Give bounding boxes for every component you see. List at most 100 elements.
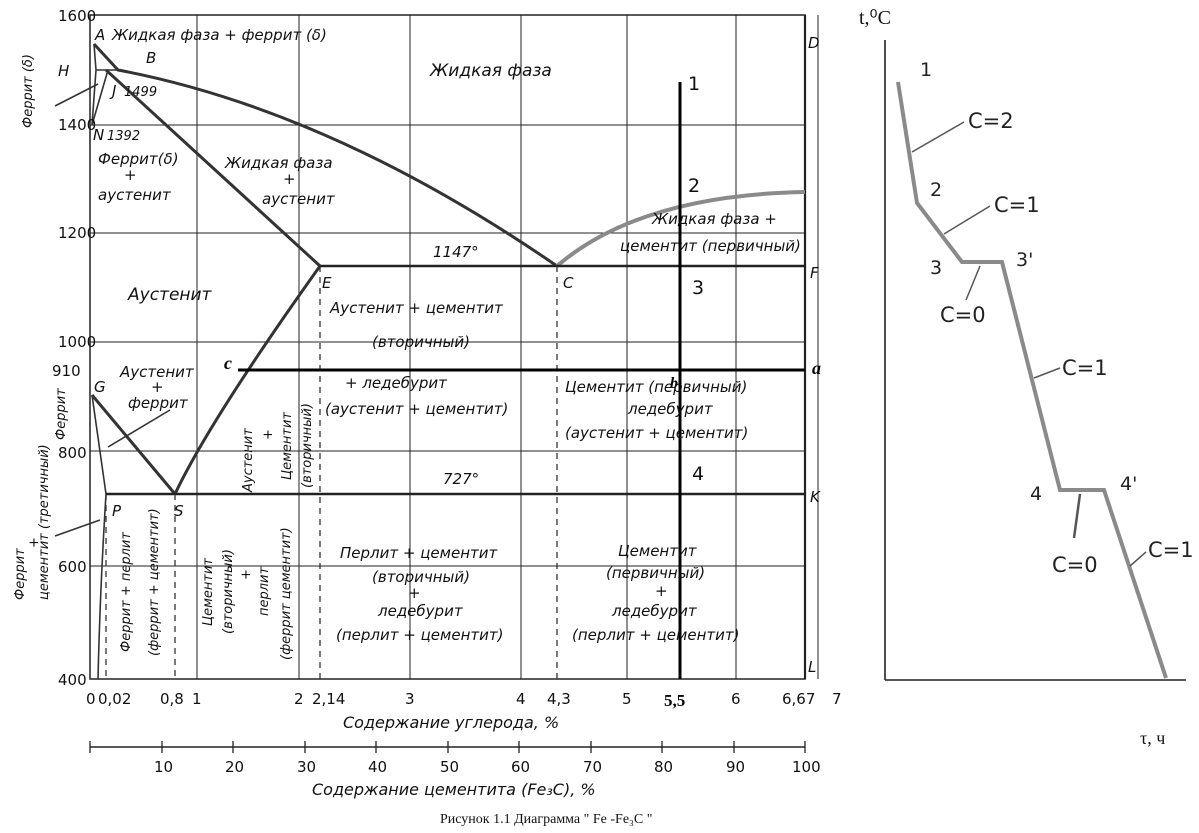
region-aus-cem: (вторичный) [372, 333, 470, 351]
cem-tick: 50 [440, 758, 459, 776]
region-cem-led-pearlite: (перлит + цементит) [572, 626, 739, 644]
cooling-point: 1 [920, 59, 932, 81]
section-number: 2 [688, 175, 700, 197]
point-e: E [322, 274, 332, 292]
point-j: J [109, 82, 116, 100]
x-tick: 5 [622, 690, 632, 708]
x-tick: 2,14 [312, 690, 345, 708]
cooling-point: 4' [1120, 473, 1137, 495]
point-p: P [112, 502, 122, 520]
x-tick: 6,67 [782, 690, 815, 708]
region-cem-led-pearlite: ледебурит [611, 602, 698, 620]
region-aus-cem-vert: + [261, 429, 276, 440]
region-aus-cem-vert: Цементит [280, 412, 295, 480]
point-l: L [808, 658, 816, 676]
x-tick: 0,02 [98, 690, 131, 708]
region-aus-ferrite: Аустенит [119, 363, 195, 381]
region-ledeburite-mid: (аустенит + цементит) [325, 400, 508, 418]
temp-1392: 1392 [107, 129, 140, 144]
region-cem-led-pearlite: (первичный) [606, 564, 705, 582]
region-pearlite-cem-led: (перлит + цементит) [336, 626, 503, 644]
region-aus-cem-vert: (вторичный) [300, 403, 315, 488]
phase-rule-label: C=0 [940, 303, 986, 327]
region-aus-cem: Аустенит + цементит [329, 299, 504, 317]
section-number: 4 [692, 463, 704, 485]
y-axis-ticks: 1600 1400 1200 1000 800 600 400 910 [52, 7, 96, 689]
y-tick: 600 [58, 558, 87, 576]
region-cem-pearlite: (феррит цементит) [279, 527, 294, 660]
point-b-small: b [670, 375, 678, 392]
temp-1499: 1499 [124, 85, 157, 100]
region-ferrite-austenite: Феррит(δ) [98, 150, 179, 168]
region-ferrite-tert: цементит (третичный) [37, 444, 52, 600]
phase-rule-label: C=0 [1052, 553, 1098, 577]
cem-tick: 20 [225, 758, 244, 776]
cooling-point: 2 [930, 179, 942, 201]
point-a-small: a [812, 358, 821, 378]
region-liquid: Жидкая фаза [429, 61, 552, 81]
cooling-y-axis-label: t,⁰C [859, 7, 891, 29]
point-a: A [94, 26, 105, 44]
phase-rule-label: C=2 [968, 109, 1014, 133]
cooling-x-axis-label: τ, ч [1140, 728, 1165, 748]
section-number: 3 [692, 277, 704, 299]
point-h: H [58, 62, 69, 80]
cementite-axis: 10 20 30 40 50 60 70 80 90 100 Содержани… [89, 741, 821, 799]
cem-tick: 70 [583, 758, 602, 776]
x-tick: 4,3 [547, 690, 571, 708]
line-pq [97, 493, 107, 680]
section-number: 1 [688, 73, 700, 95]
line-gp [91, 394, 107, 495]
phase-rule-label: C=1 [1148, 538, 1194, 562]
x-tick: 1 [192, 690, 202, 708]
liquidus-cd [555, 190, 806, 268]
y-tick: 1400 [58, 116, 96, 134]
x-axis-ticks: 0 0,02 0,8 1 2 2,14 3 4 4,3 5 6 6,67 7 5… [86, 690, 842, 710]
temp-727: 727° [443, 470, 479, 488]
y-tick: 800 [58, 444, 87, 462]
cem-tick: 90 [726, 758, 745, 776]
region-ferrite-austenite: аустенит [98, 186, 172, 204]
point-s: S [174, 502, 184, 520]
phase-rule-labels: C=2 C=1 C=0 C=1 C=0 C=1 [911, 109, 1194, 577]
vertical-grid [196, 15, 819, 679]
phase-curves [54, 42, 806, 680]
point-d: D [808, 34, 820, 52]
region-cem-led-pearlite: + [655, 582, 668, 600]
cem-tick: 60 [511, 758, 530, 776]
region-pearlite-cem-led: (вторичный) [372, 568, 470, 586]
x-tick: 7 [832, 690, 842, 708]
cem-tick: 100 [792, 758, 821, 776]
region-ledeburite-mid: + ледебурит [345, 374, 448, 392]
x-tick: 6 [731, 690, 741, 708]
cem-tick: 40 [368, 758, 387, 776]
y-tick: 400 [58, 671, 87, 689]
liquidus-ac [92, 42, 558, 268]
region-ferrite-austenite: + [124, 166, 137, 184]
point-labels: A B H J 1499 N 1392 D E C F G P S K L c … [58, 26, 821, 676]
y-tick: 1000 [58, 333, 96, 351]
region-liquid-cementite: цементит (первичный) [620, 237, 801, 255]
region-liquid-ferrite: Жидкая фаза + феррит (δ) [111, 26, 327, 44]
region-cem-pearlite: + [239, 569, 254, 580]
region-cem-pearlite: (вторичный) [221, 549, 236, 634]
region-cem-pearlite: перлит [257, 566, 272, 616]
y-axis-ferrite-label: Феррит (δ) [21, 54, 36, 128]
line-gs [90, 394, 177, 495]
cem-axis-label: Содержание цементита (Fe₃C), % [312, 780, 596, 799]
region-cem-led-pearlite: Цементит [618, 542, 698, 560]
point-c: C [563, 274, 574, 292]
region-aus-ferrite: феррит [128, 394, 189, 412]
region-pearlite-cem-led: ледебурит [377, 602, 464, 620]
region-labels: Жидкая фаза + феррит (δ) Жидкая фаза Фер… [13, 26, 801, 660]
phase-rule-label: C=1 [994, 193, 1040, 217]
region-cem-primary-led: ледебурит [627, 400, 714, 418]
region-aus-ferrite: + [151, 378, 164, 396]
region-pearlite-cem-led: + [408, 584, 421, 602]
x-tick: 2 [294, 690, 304, 708]
line-es [173, 265, 322, 495]
x-tick-55: 5,5 [664, 691, 685, 710]
leader-delta [54, 83, 99, 107]
x-tick: 4 [516, 690, 526, 708]
region-liquid-cementite: Жидкая фаза + [651, 210, 777, 228]
